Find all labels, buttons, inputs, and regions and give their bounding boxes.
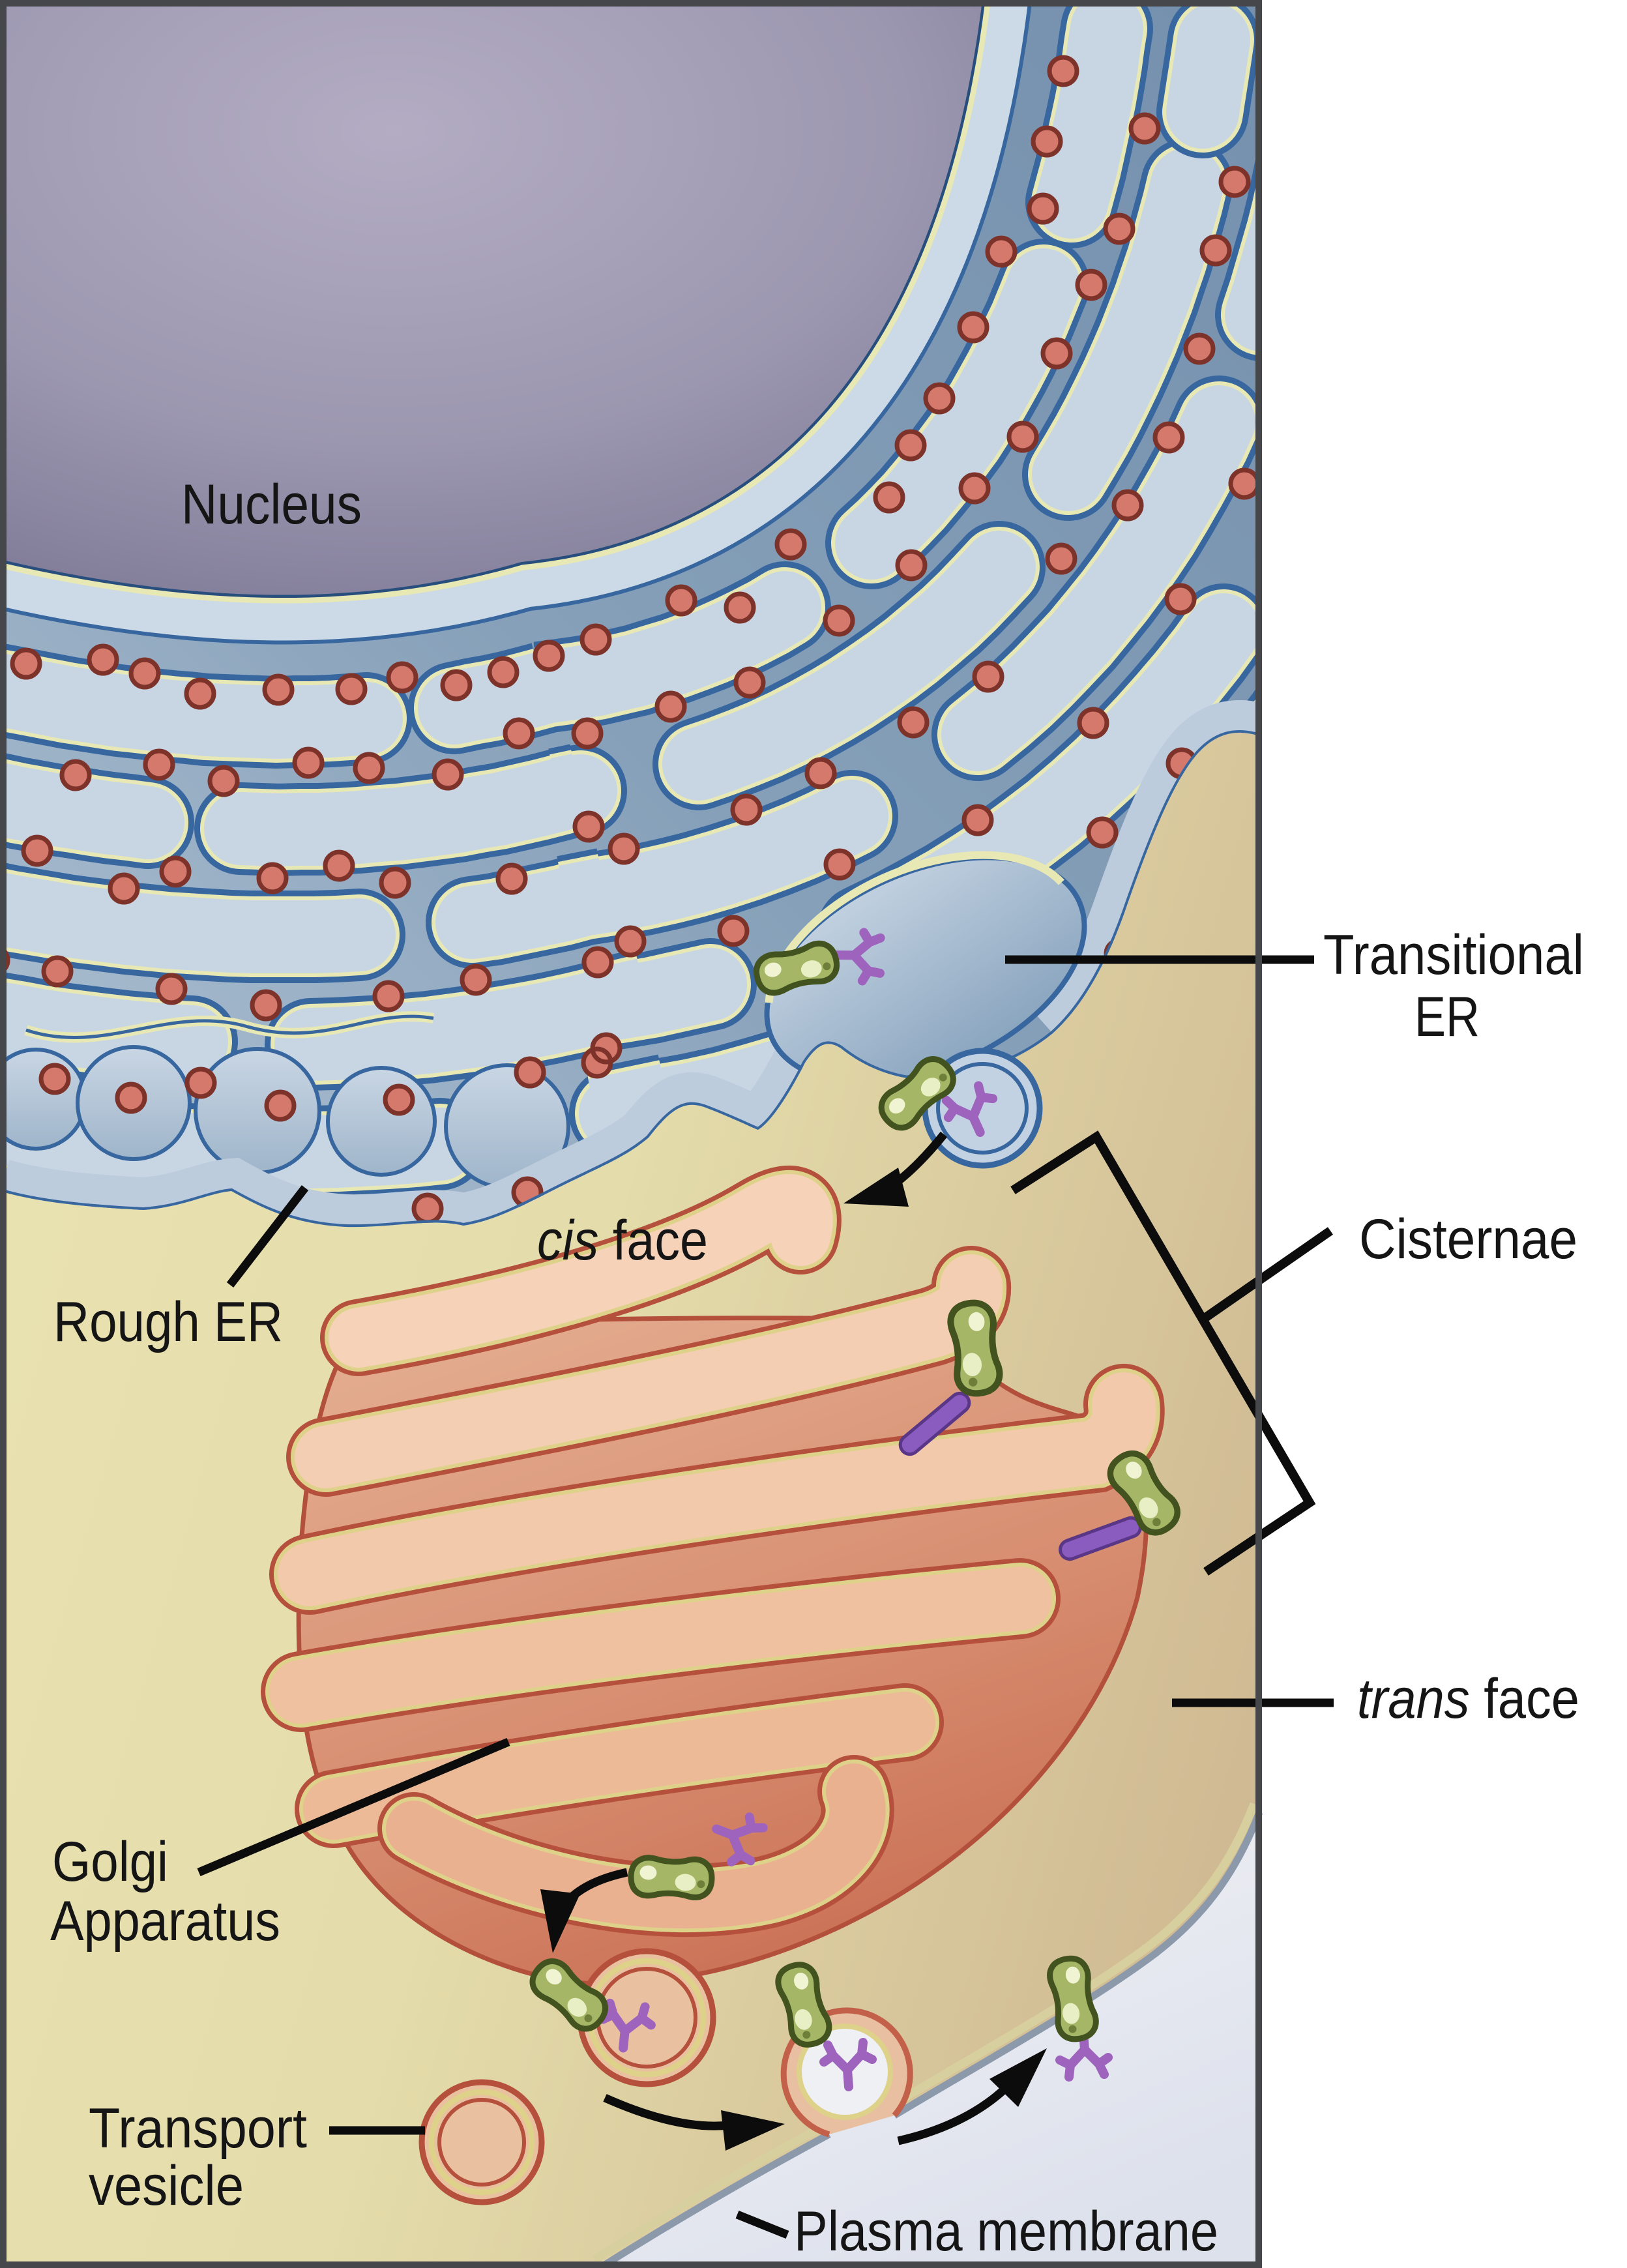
svg-text:ER: ER xyxy=(1414,986,1480,1048)
svg-text:Nucleus: Nucleus xyxy=(181,473,362,536)
svg-text:vesicle: vesicle xyxy=(89,2155,244,2217)
svg-text:Transitional: Transitional xyxy=(1323,924,1584,986)
svg-text:Transport: Transport xyxy=(89,2097,307,2160)
svg-text:Cisternae: Cisternae xyxy=(1359,1208,1577,1271)
svg-text:Golgi: Golgi xyxy=(52,1831,168,1893)
svg-text:trans face: trans face xyxy=(1357,1668,1579,1730)
svg-text:Plasma membrane: Plasma membrane xyxy=(794,2200,1218,2263)
svg-text:cis face: cis face xyxy=(537,1209,708,1272)
svg-text:Apparatus: Apparatus xyxy=(50,1890,280,1952)
svg-text:Rough ER: Rough ER xyxy=(53,1291,283,1353)
